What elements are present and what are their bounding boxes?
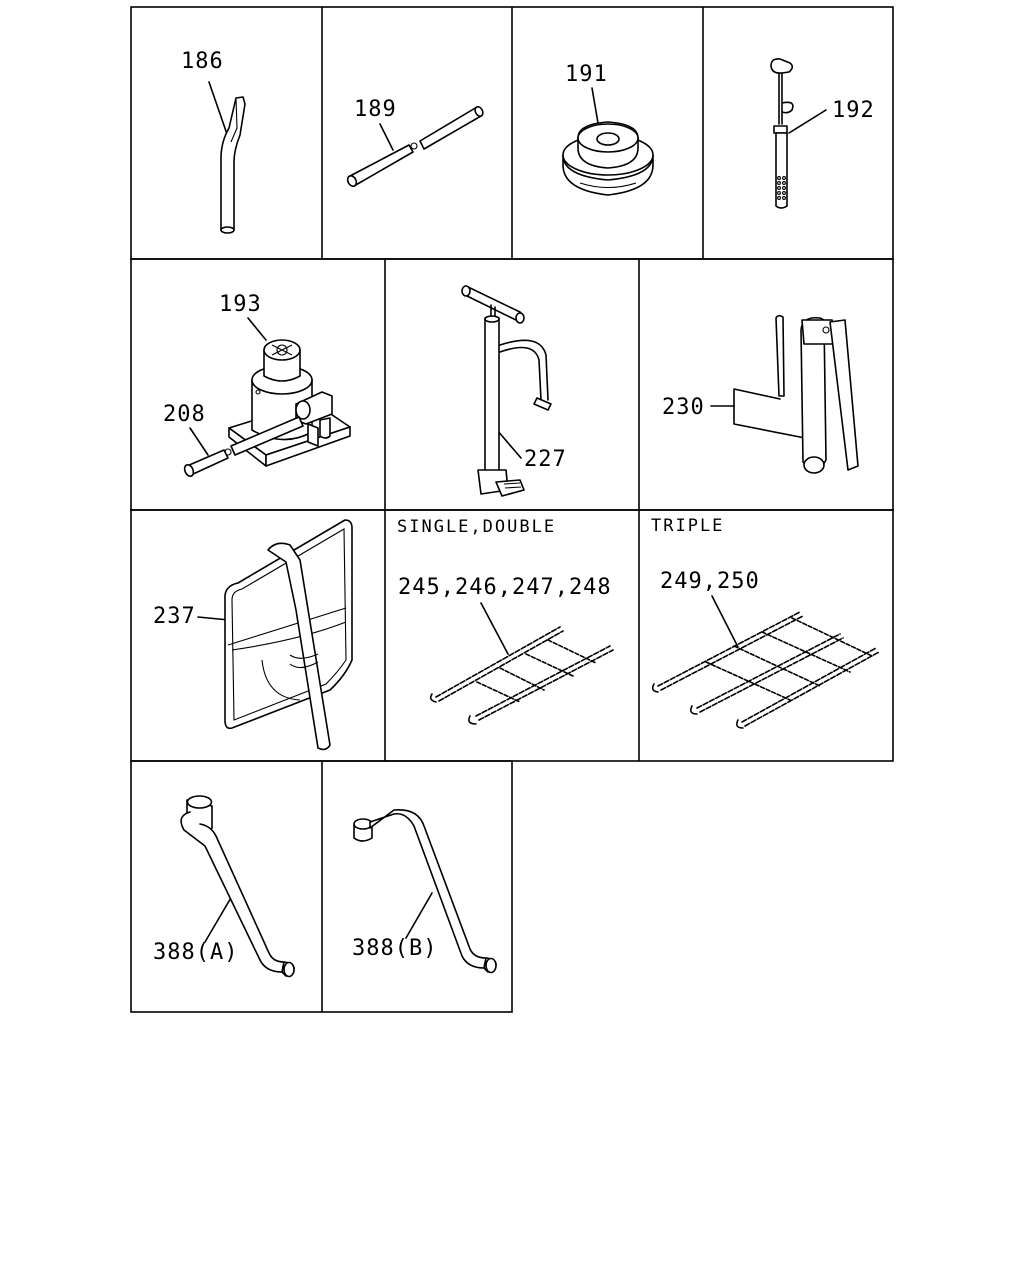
grid-lines — [130, 6, 894, 1013]
tool-pouch-illustration — [224, 519, 353, 751]
tyre-chain-triple-illustration — [651, 611, 880, 729]
part-number-388b: 388(B) — [352, 936, 437, 961]
part-number-193: 193 — [219, 292, 262, 317]
grease-gun-illustration — [775, 314, 859, 474]
part-number-230: 230 — [662, 395, 705, 420]
cell-part-237[interactable]: 237 — [153, 519, 353, 751]
cell-part-186[interactable]: 186 — [181, 49, 246, 234]
caption-triple: TRIPLE — [651, 516, 724, 536]
cell-part-189[interactable]: 189 — [346, 97, 485, 188]
cell-part-192[interactable]: 192 — [770, 58, 875, 209]
cell-part-191[interactable]: 191 — [562, 62, 654, 196]
cell-part-388a[interactable]: 388(A) — [153, 795, 295, 978]
cell-part-193-208[interactable]: 193 208 — [163, 292, 351, 478]
part-number-388a: 388(A) — [153, 940, 238, 965]
cell-part-249-250[interactable]: TRIPLE 249,250 — [651, 516, 880, 729]
tyre-chain-single-illustration — [429, 626, 614, 725]
part-number-208: 208 — [163, 402, 206, 427]
cell-part-227[interactable]: 227 — [461, 285, 567, 497]
caption-single-double: SINGLE,DOUBLE — [397, 517, 556, 537]
pry-bar-illustration — [220, 96, 246, 234]
part-number-237: 237 — [153, 604, 196, 629]
gauge-tool-illustration — [770, 58, 794, 209]
part-number-249-250: 249,250 — [660, 569, 760, 594]
part-number-186: 186 — [181, 49, 224, 74]
tyre-pump-illustration — [461, 285, 552, 497]
wheel-wrench-a-illustration — [180, 795, 295, 978]
cell-part-245-248[interactable]: SINGLE,DOUBLE 245,246,247,248 — [397, 517, 614, 725]
rod-illustration — [346, 105, 484, 188]
part-number-227: 227 — [524, 447, 567, 472]
bottle-jack-illustration — [183, 339, 351, 478]
part-number-245-248: 245,246,247,248 — [398, 575, 612, 600]
part-number-189: 189 — [354, 97, 397, 122]
cell-part-230[interactable]: 230 — [662, 314, 859, 474]
part-number-191: 191 — [565, 62, 608, 87]
cell-part-388b[interactable]: 388(B) — [352, 809, 497, 974]
wheel-wrench-b-illustration — [353, 809, 497, 974]
cap-illustration — [562, 121, 654, 196]
part-number-192: 192 — [832, 98, 875, 123]
